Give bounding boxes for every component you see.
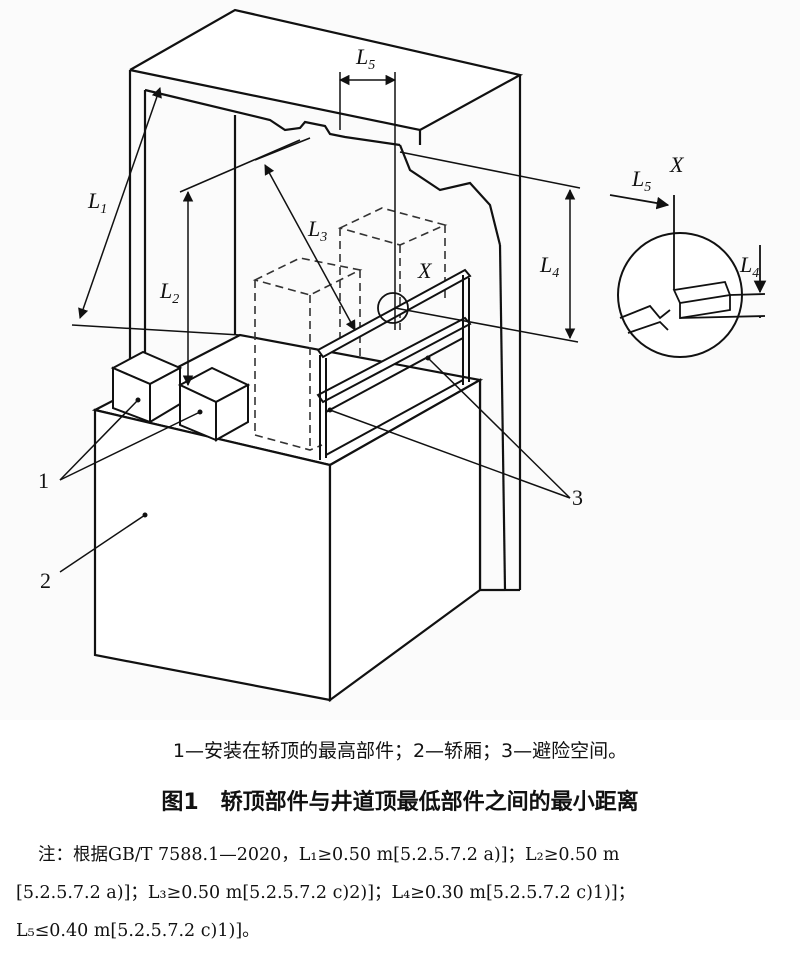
label-car-2: 2 bbox=[40, 568, 51, 593]
figure-legend: 1—安装在轿顶的最高部件；2—轿厢；3—避险空间。 bbox=[172, 740, 628, 762]
detail-marker-x bbox=[377, 292, 409, 324]
elevator-diagram: L1 L2 L3 L4 L5 X 1 2 3 L5 X L4 bbox=[38, 8, 767, 703]
figure-number: 图1 bbox=[161, 790, 199, 815]
figure-title-text: 轿顶部件与井道顶最低部件之间的最小距离 bbox=[220, 790, 639, 815]
figure-note: 注：根据GB/T 7588.1—2020，L₁≥0.50 m[5.2.5.7.2… bbox=[16, 836, 800, 950]
note-line-1: 注：根据GB/T 7588.1—2020，L₁≥0.50 m[5.2.5.7.2… bbox=[38, 845, 620, 865]
detail-view: L5 X L4 bbox=[609, 152, 767, 358]
detail-label-l4: L4 bbox=[739, 252, 759, 281]
label-component-1: 1 bbox=[38, 468, 49, 493]
label-l3: L3 bbox=[307, 216, 327, 245]
label-x: X bbox=[417, 258, 433, 283]
note-line-2: [5.2.5.7.2 a)]；L₃≥0.50 m[5.2.5.7.2 c)2)]… bbox=[16, 883, 636, 903]
label-l5: L5 bbox=[355, 44, 375, 73]
detail-label-l5: L5 bbox=[631, 166, 651, 195]
note-line-3: L₅≤0.40 m[5.2.5.7.2 c)1)]。 bbox=[16, 921, 260, 941]
label-l4: L4 bbox=[539, 252, 559, 281]
label-l1: L1 bbox=[87, 188, 107, 217]
diagram-labels: L1 L2 L3 L4 L5 X 1 2 3 bbox=[38, 44, 583, 593]
diagram-svg: L1 L2 L3 L4 L5 X 1 2 3 L5 X L4 bbox=[38, 8, 767, 703]
label-refuge-3: 3 bbox=[572, 485, 583, 510]
detail-label-x: X bbox=[669, 152, 685, 177]
figure-title: 图1 轿顶部件与井道顶最低部件之间的最小距离 bbox=[0, 784, 800, 816]
label-l2: L2 bbox=[159, 278, 179, 307]
railing bbox=[316, 268, 472, 460]
dimension-lines bbox=[59, 72, 581, 573]
